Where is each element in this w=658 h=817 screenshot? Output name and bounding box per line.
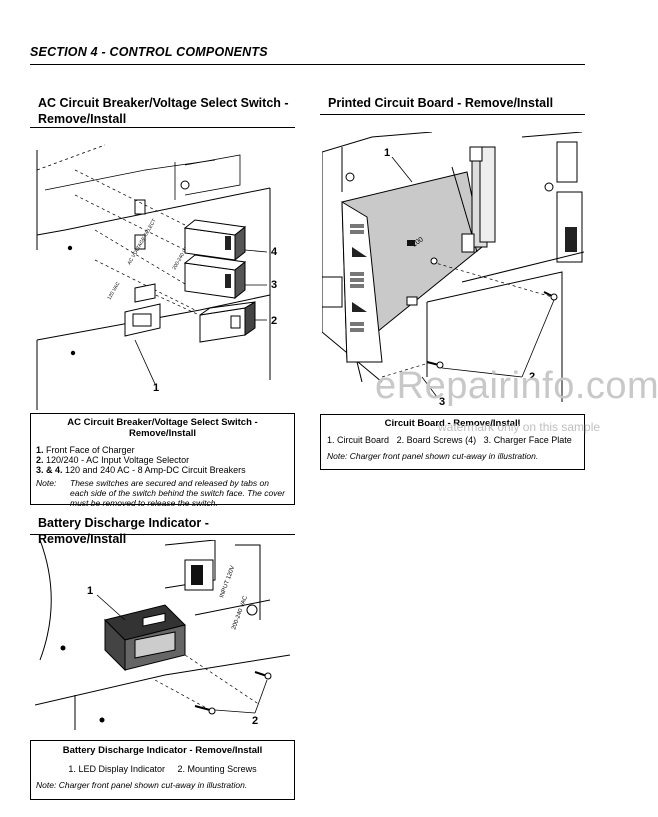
label-vac: 200-240 VAC — [231, 595, 249, 631]
mounting-screw — [194, 705, 216, 715]
callout-2: 2 — [529, 371, 535, 383]
caption-item: 1. Front Face of Charger — [36, 445, 135, 455]
pcb-illustration: 100 — [321, 131, 585, 412]
ac-breaker-rule — [30, 127, 295, 128]
caption-item: 1. Circuit Board — [327, 435, 390, 445]
mounting-screw — [254, 671, 272, 680]
watermark-main: eRepairinfo.com — [375, 365, 658, 407]
battery-caption-title: Battery Discharge Indicator - Remove/Ins… — [62, 745, 263, 756]
voltage-selector-2 — [199, 301, 256, 343]
ac-breaker-title-line2: Remove/Install — [38, 112, 127, 126]
callout-3: 3 — [439, 396, 445, 408]
label-voltage-select: AC VOLTAGE SELECT — [127, 218, 158, 266]
caption-item: 2. Board Screws (4) — [396, 435, 477, 445]
ac-breaker-caption-title: AC Circuit Breaker/Voltage Select Switch… — [67, 417, 258, 439]
callout-1: 1 — [153, 382, 159, 394]
battery-note: Note: Charger front panel shown cut-away… — [36, 780, 248, 790]
ac-breaker-title-line1: AC Circuit Breaker/Voltage Select Switch… — [38, 96, 289, 110]
pcb-caption: Circuit Board - Remove/Install 1. Circui… — [320, 414, 585, 470]
ac-breaker-note: Note: These switches are secured and rel… — [36, 478, 285, 508]
callout-1: 1 — [384, 147, 390, 159]
battery-caption-items: 1. LED Display Indicator 2. Mounting Scr… — [36, 764, 289, 774]
caption-item: 2. Mounting Screws — [177, 764, 257, 774]
caption-item: 2. 120/240 - AC Input Voltage Selector — [36, 455, 190, 465]
board-screw — [430, 257, 438, 265]
callout-4: 4 — [271, 246, 278, 258]
pcb-caption-title: Circuit Board - Remove/Install — [384, 418, 521, 429]
circuit-board: 100 — [341, 146, 496, 364]
label-input: INPUT 120V — [219, 565, 236, 599]
battery-illustration: INPUT 120V 200-240 VAC 1 2 — [34, 539, 295, 735]
callout-2: 2 — [271, 315, 277, 327]
pcb-rule — [320, 114, 585, 115]
section-rule — [30, 64, 585, 65]
ac-breaker-illustration: AC VOLTAGE SELECT 200-240 VAC 120 VAC — [35, 140, 295, 410]
pcb-caption-items: 1. Circuit Board 2. Board Screws (4) 3. … — [327, 435, 578, 445]
label-120vac: 120 VAC — [107, 281, 122, 301]
battery-caption: Battery Discharge Indicator - Remove/Ins… — [30, 740, 295, 800]
section-title: SECTION 4 - CONTROL COMPONENTS — [30, 45, 268, 59]
caption-item: 3. Charger Face Plate — [483, 435, 572, 445]
watermark-sub: watermark only on this sample — [438, 420, 601, 434]
caption-item: 1. LED Display Indicator — [68, 764, 165, 774]
ac-breaker-title: AC Circuit Breaker/Voltage Select Switch… — [38, 95, 298, 127]
callout-3: 3 — [271, 279, 277, 291]
pcb-note: Note: Charger front panel shown cut-away… — [327, 451, 539, 461]
ac-breaker-caption-items: 1. Front Face of Charger 2. 120/240 - AC… — [36, 445, 289, 465]
callout-1: 1 — [87, 585, 93, 597]
board-screw — [426, 361, 444, 369]
ac-breaker-caption: AC Circuit Breaker/Voltage Select Switch… — [30, 413, 295, 508]
board-screw — [543, 291, 558, 301]
breaker-4 — [183, 219, 247, 262]
pcb-title: Printed Circuit Board - Remove/Install — [328, 96, 554, 110]
breaker-3 — [183, 254, 247, 300]
caption-item: 3. & 4. 120 and 240 AC - 8 Amp-DC Circui… — [36, 465, 246, 475]
led-display-indicator — [104, 604, 186, 672]
battery-title: Battery Discharge Indicator - Remove/Ins… — [38, 516, 209, 546]
callout-2: 2 — [252, 715, 258, 727]
battery-rule — [30, 534, 295, 535]
